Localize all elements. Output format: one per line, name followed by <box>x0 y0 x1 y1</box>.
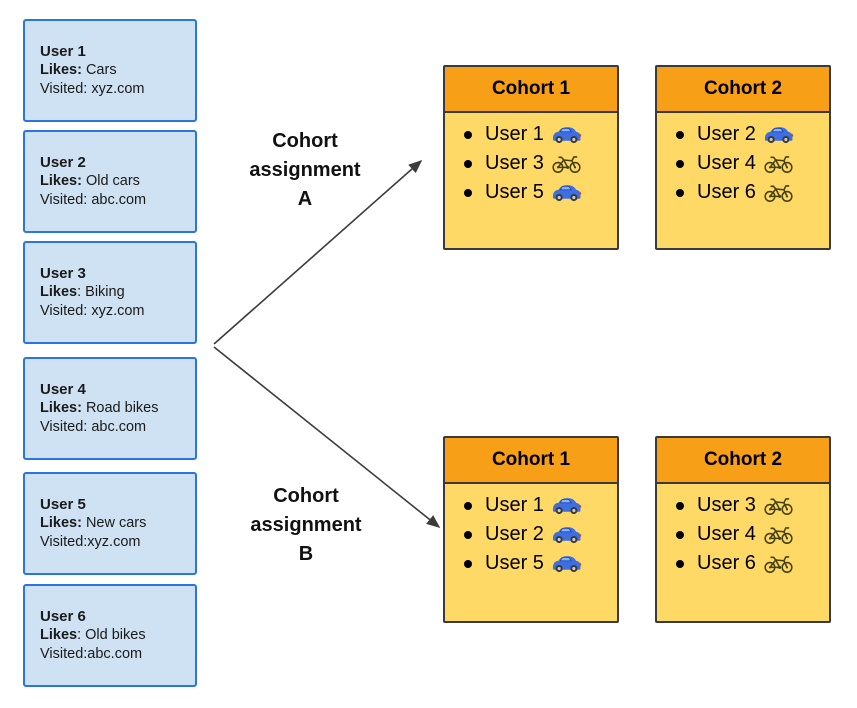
cohort-member-list: User 1 <box>445 484 617 578</box>
vehicle-icon <box>763 123 794 146</box>
cohort-member-row: User 6 <box>676 549 825 578</box>
user-card-1: User 1 Likes: Cars Visited: xyz.com <box>23 19 197 122</box>
cohort-box-b1: Cohort 1 User 1 <box>443 436 619 623</box>
member-name: User 5 <box>485 552 544 574</box>
member-name: User 3 <box>485 152 544 174</box>
blue-car-icon <box>552 498 581 515</box>
mountain-bike-icon <box>764 185 793 202</box>
bullet-dot-icon <box>676 130 684 139</box>
member-name: User 5 <box>485 181 544 203</box>
cohort-title: Cohort 2 <box>657 438 829 484</box>
cohort-member-row: User 4 <box>676 149 825 178</box>
member-name: User 6 <box>697 181 756 203</box>
user-likes-line: Likes: Biking <box>40 284 125 300</box>
cohort-box-b2: Cohort 2 User 3 <box>655 436 831 623</box>
bullet-dot-icon <box>676 188 684 197</box>
user-card-3: User 3 Likes: Biking Visited: xyz.com <box>23 241 197 344</box>
user-visited-line: Visited:xyz.com <box>40 534 141 550</box>
bullet-dot-icon <box>464 501 472 510</box>
user-likes-line: Likes: Road bikes <box>40 400 159 416</box>
blue-car-icon <box>552 527 581 544</box>
cohort-member-row: User 3 <box>676 491 825 520</box>
bullet-dot-icon <box>464 159 472 168</box>
user-visited-line: Visited: xyz.com <box>40 81 145 97</box>
member-name: User 1 <box>485 123 544 145</box>
member-name: User 6 <box>697 552 756 574</box>
user-card-2: User 2 Likes: Old cars Visited: abc.com <box>23 130 197 233</box>
user-name: User 6 <box>40 608 86 625</box>
cohort-member-row: User 3 <box>464 149 613 178</box>
user-likes-line: Likes: Old bikes <box>40 627 146 643</box>
cohort-assignment-a-label: Cohort assignment A <box>249 130 361 210</box>
cohort-title: Cohort 2 <box>657 67 829 113</box>
bullet-dot-icon <box>464 559 472 568</box>
user-likes-line: Likes: Cars <box>40 62 117 78</box>
cohort-assignment-b-label: Cohort assignment B <box>250 485 362 565</box>
user-likes-line: Likes: New cars <box>40 515 147 531</box>
cohort-member-list: User 3 <box>657 484 829 578</box>
user-name: User 3 <box>40 265 86 282</box>
member-name: User 2 <box>485 523 544 545</box>
user-name: User 2 <box>40 154 86 171</box>
user-name: User 5 <box>40 496 86 513</box>
vehicle-icon <box>763 152 794 175</box>
cohort-member-list: User 1 <box>445 113 617 207</box>
blue-car-icon <box>764 127 793 144</box>
cohort-member-row: User 2 <box>464 520 613 549</box>
cohort-member-row: User 4 <box>676 520 825 549</box>
vehicle-icon <box>551 181 582 204</box>
blue-car-icon <box>552 185 581 202</box>
user-name: User 4 <box>40 381 86 398</box>
vehicle-icon <box>763 181 794 204</box>
vehicle-icon <box>763 494 794 517</box>
member-name: User 4 <box>697 152 756 174</box>
bullet-dot-icon <box>676 530 684 539</box>
vehicle-icon <box>551 123 582 146</box>
vehicle-icon <box>551 552 582 575</box>
member-name: User 1 <box>485 494 544 516</box>
cohort-member-list: User 2 <box>657 113 829 207</box>
mountain-bike-icon <box>552 156 581 173</box>
vehicle-icon <box>763 552 794 575</box>
user-visited-line: Visited: xyz.com <box>40 303 145 319</box>
user-card-4: User 4 Likes: Road bikes Visited: abc.co… <box>23 357 197 460</box>
user-visited-line: Visited: abc.com <box>40 419 147 435</box>
cohort-member-row: User 5 <box>464 178 613 207</box>
member-name: User 2 <box>697 123 756 145</box>
member-name: User 4 <box>697 523 756 545</box>
cohort-box-a2: Cohort 2 User 2 <box>655 65 831 250</box>
cohort-member-row: User 5 <box>464 549 613 578</box>
user-card-6: User 6 Likes: Old bikes Visited:abc.com <box>23 584 197 687</box>
bullet-dot-icon <box>676 501 684 510</box>
vehicle-icon <box>763 523 794 546</box>
cohort-title: Cohort 1 <box>445 67 617 113</box>
mountain-bike-icon <box>764 527 793 544</box>
bullet-dot-icon <box>676 159 684 168</box>
blue-car-icon <box>552 556 581 573</box>
user-card-5: User 5 Likes: New cars Visited:xyz.com <box>23 472 197 575</box>
cohort-member-row: User 1 <box>464 120 613 149</box>
vehicle-icon <box>551 152 582 175</box>
blue-car-icon <box>552 127 581 144</box>
member-name: User 3 <box>697 494 756 516</box>
mountain-bike-icon <box>764 498 793 515</box>
user-visited-line: Visited: abc.com <box>40 192 147 208</box>
vehicle-icon <box>551 494 582 517</box>
mountain-bike-icon <box>764 556 793 573</box>
bullet-dot-icon <box>676 559 684 568</box>
cohort-box-a1: Cohort 1 User 1 <box>443 65 619 250</box>
cohort-member-row: User 1 <box>464 491 613 520</box>
bullet-dot-icon <box>464 130 472 139</box>
user-likes-line: Likes: Old cars <box>40 173 140 189</box>
user-name: User 1 <box>40 43 86 60</box>
cohort-member-row: User 2 <box>676 120 825 149</box>
mountain-bike-icon <box>764 156 793 173</box>
cohort-title: Cohort 1 <box>445 438 617 484</box>
vehicle-icon <box>551 523 582 546</box>
user-visited-line: Visited:abc.com <box>40 646 143 662</box>
cohort-member-row: User 6 <box>676 178 825 207</box>
bullet-dot-icon <box>464 188 472 197</box>
bullet-dot-icon <box>464 530 472 539</box>
